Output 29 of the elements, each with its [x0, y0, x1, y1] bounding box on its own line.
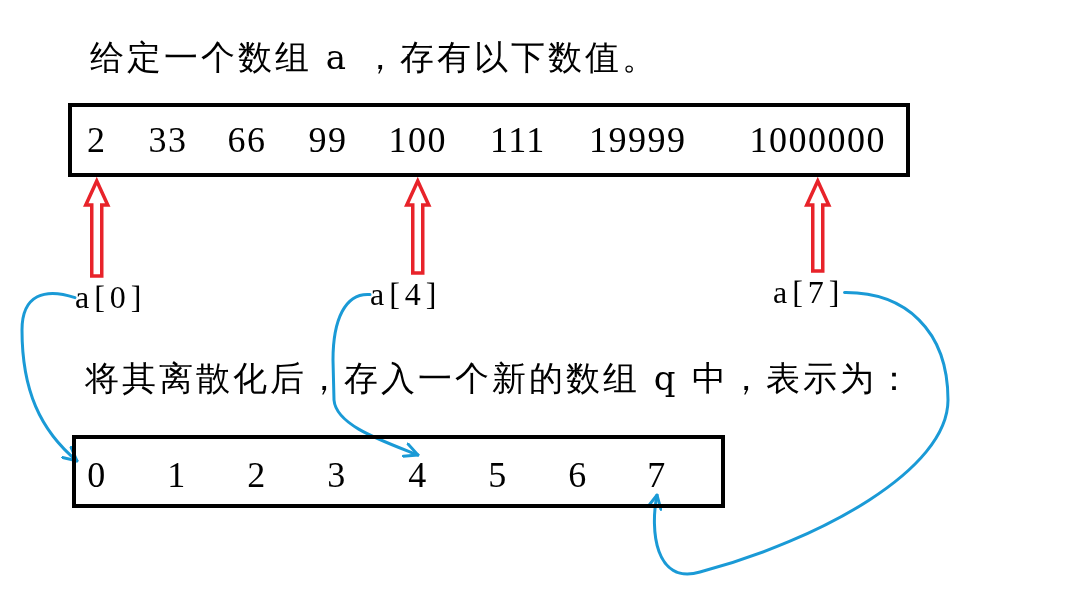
array-value: 0	[77, 455, 117, 495]
curved-arrow	[331, 293, 420, 458]
array-value: 33	[145, 107, 191, 173]
array-box	[72, 435, 725, 508]
array-value: 3	[317, 455, 357, 495]
array-value: 7	[637, 455, 677, 495]
instruction-text: 给定一个数组 a ，存有以下数值。	[90, 37, 659, 78]
block-arrow	[804, 176, 832, 273]
array-value: 1	[157, 455, 197, 495]
array-value: 111	[487, 107, 549, 173]
instruction-text: 将其离散化后，存入一个新的数组 q 中，表示为：	[85, 358, 915, 399]
array-value: 99	[305, 107, 351, 173]
index-label: a[4]	[370, 277, 442, 313]
block-arrow	[404, 176, 432, 275]
array-value: 100	[385, 107, 450, 173]
block-arrow	[83, 176, 111, 278]
array-value: 19999	[586, 107, 690, 173]
curved-arrow	[646, 291, 950, 576]
array-value: 5	[478, 455, 518, 495]
array-value: 66	[224, 107, 270, 173]
array-value: 6	[558, 455, 598, 495]
index-label: a[7]	[773, 275, 845, 311]
array-box	[68, 103, 910, 177]
array-value: 2	[237, 455, 277, 495]
array-value: 1000000	[746, 107, 889, 173]
array-value: 4	[398, 455, 438, 495]
array-value: 2	[84, 107, 110, 173]
curved-arrow	[20, 291, 79, 463]
index-label: a[0]	[75, 280, 147, 316]
